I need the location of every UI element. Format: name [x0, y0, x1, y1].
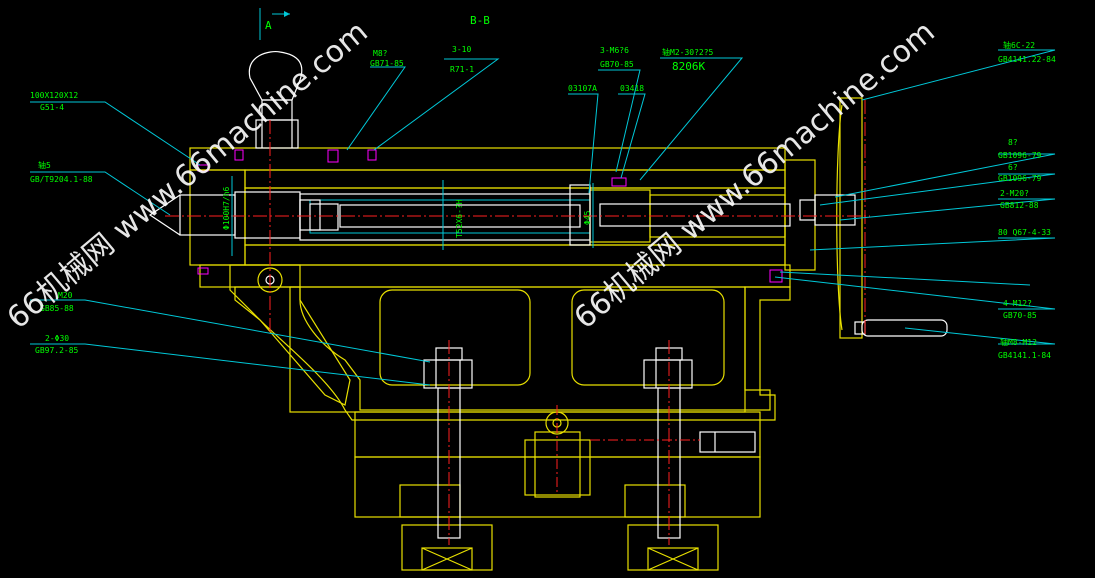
label-l32: Φ100H7/h6 [222, 186, 231, 230]
label-l18: GB1096-79 [998, 151, 1042, 160]
label-l7: 轴M2-30?2?5 [662, 47, 714, 57]
label-l21: 2-M20? [1000, 189, 1029, 198]
dimension-lines [231, 8, 594, 256]
label-l25: GB70-85 [1003, 311, 1037, 320]
tool-holder [148, 191, 321, 239]
label-l28: M20 [58, 291, 73, 300]
label-l4: R71-1 [450, 65, 474, 74]
label-l10: GB4141.22-84 [998, 55, 1056, 64]
clamp-bolt-left [423, 347, 473, 539]
annotations: B-B A M8? GB71-85 3-10 R71-1 3-M6?6 GB70… [30, 14, 1056, 360]
label-l26: 轴M8-M12 [1000, 337, 1037, 347]
label-l5: 3-M6?6 [600, 46, 629, 55]
view-arrow-label: A [265, 19, 272, 32]
section-title: B-B [470, 14, 490, 27]
label-l31: GB97.2-85 [35, 346, 79, 355]
watermarks: 66机械网 www.66machine.com 66机械网 www.66mach… [1, 14, 942, 336]
label-l2: GB71-85 [370, 59, 404, 68]
label-l27: GB4141.1-84 [998, 351, 1051, 360]
label-l9: 轴6C-22 [1003, 40, 1035, 50]
label-l11: 100X120X12 [30, 91, 78, 100]
label-l15: 03107A [568, 84, 597, 93]
lever-handle [248, 51, 303, 149]
label-l1: M8? [373, 49, 388, 58]
label-l33: T52X6-?H [455, 199, 464, 238]
label-l34: Φ45 [583, 210, 592, 225]
label-l20: GB1096-79 [998, 174, 1042, 183]
label-l3: 3-10 [452, 45, 471, 54]
label-l6: GB70-85 [600, 60, 634, 69]
leader-lines [30, 49, 1056, 386]
label-l23: 80 Q67-4-33 [998, 228, 1051, 237]
label-l24: 4-M12? [1003, 299, 1032, 308]
label-l19: 6? [1008, 163, 1018, 172]
label-l30: 2-Φ30 [45, 334, 69, 343]
label-l13: 轴5 [38, 160, 51, 170]
label-l12: G51-4 [40, 103, 64, 112]
base-frame [229, 264, 791, 421]
clamp-base [354, 411, 761, 571]
fasteners [197, 149, 783, 283]
label-l17: 8? [1008, 138, 1018, 147]
label-l16: 03418 [620, 84, 644, 93]
label-l22: GB812-88 [1000, 201, 1039, 210]
label-l29: GB85-88 [40, 304, 74, 313]
label-l8: 8206K [672, 60, 705, 73]
label-l14: GB/T9204.1-88 [30, 175, 93, 184]
